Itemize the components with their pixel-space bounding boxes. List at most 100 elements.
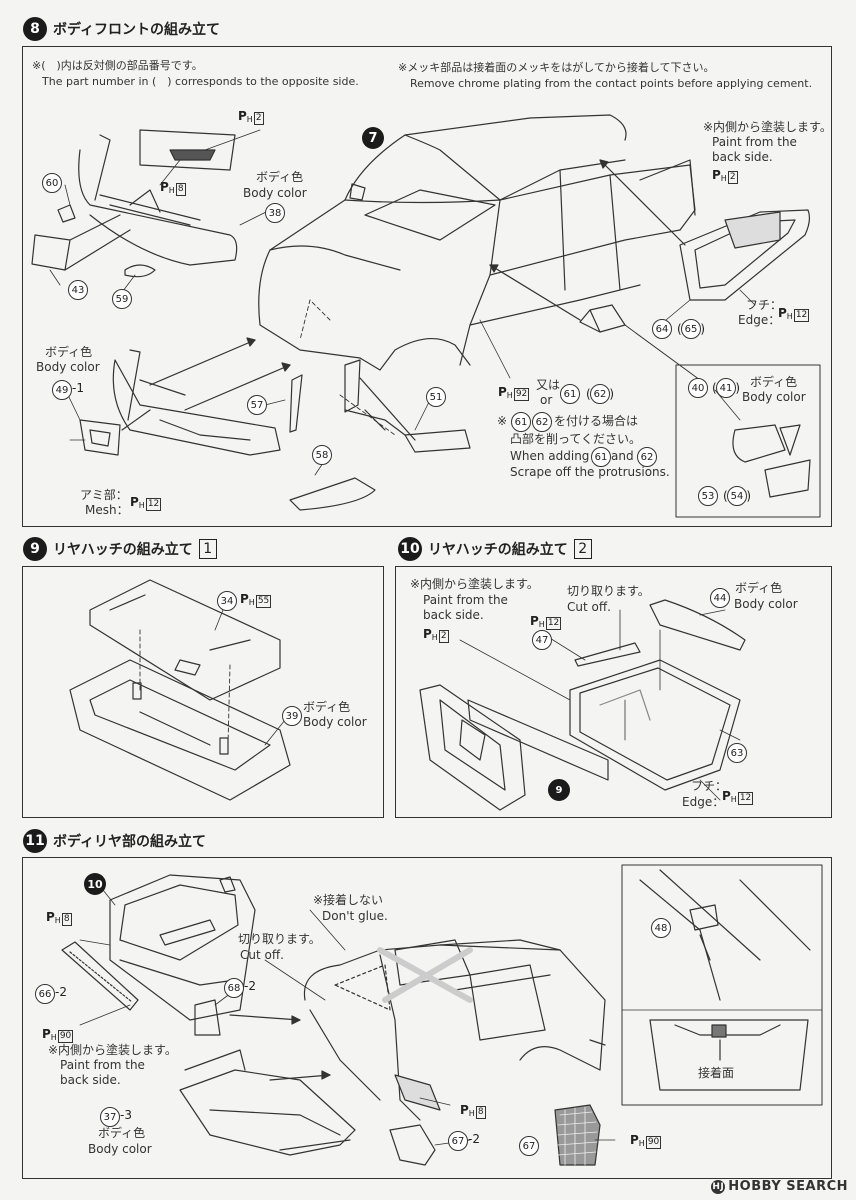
tail-lamp-cover-drawing <box>194 999 221 1036</box>
front-plate-drawing <box>31 214 131 271</box>
mesh-en: Mesh： <box>85 503 129 517</box>
body-color-40-jp: ボディ色 <box>750 375 798 389</box>
step10-sub: 2 <box>573 539 592 559</box>
part-67-2: 67 <box>448 1131 468 1151</box>
part-63: 63 <box>727 743 747 763</box>
body-color-44-jp: ボディ色 <box>735 581 783 595</box>
part-66-suffix: -2 <box>55 985 67 999</box>
part-38: 38 <box>265 203 285 223</box>
edge-jp-8: フチ： <box>746 298 783 312</box>
part-66: 66 <box>35 984 55 1004</box>
step9-number: 9 <box>23 537 47 561</box>
hatch-assembly-drawing <box>419 684 609 811</box>
inset-box-step11 <box>621 864 823 1106</box>
part-68: 68 <box>224 978 244 998</box>
step11-title: ボディリヤ部の組み立て <box>53 834 207 850</box>
part-62: 62 <box>586 384 614 404</box>
fender-flare-drawing <box>289 374 303 433</box>
no-glue-jp: ※接着しない <box>313 893 384 907</box>
assembly-arrows <box>149 159 686 441</box>
mirror-detail-drawing <box>732 424 811 498</box>
part-67: 67 <box>519 1136 539 1156</box>
car-body-front-drawing <box>258 114 696 371</box>
watermark-text: HOBBY SEARCH <box>728 1179 848 1194</box>
part-37: 37 <box>100 1107 120 1127</box>
hatch-outer-shell-drawing <box>69 659 291 801</box>
callout-7: 7 <box>362 127 384 149</box>
part-65: 65 <box>677 319 705 339</box>
step8-note-left-en: The part number in ( ) corresponds to th… <box>42 75 359 88</box>
tail-lamp-mesh-drawing <box>554 1104 601 1166</box>
step8-note-left-jp: ※( )内は反対側の部品番号です。 <box>32 59 203 72</box>
body-color-37-jp: ボディ色 <box>98 1126 146 1140</box>
part-54: 54 <box>723 486 751 506</box>
step10-panel <box>395 566 832 818</box>
edge-en-8: Edge： <box>738 313 781 327</box>
paint-inside-8-en1: Paint from the <box>712 135 797 149</box>
part-39: 39 <box>282 706 302 726</box>
tail-lamp-lens-drawing <box>389 1124 436 1166</box>
mirror-detail-box <box>675 364 821 518</box>
no-glue-en: Don't glue. <box>322 909 388 923</box>
cut-off-11-en: Cut off. <box>240 948 284 962</box>
inset-detail-drawing <box>621 869 823 1091</box>
part-43: 43 <box>68 280 88 300</box>
paint-inside-11-en2: back side. <box>60 1073 121 1087</box>
step10-header: 10 リヤハッチの組み立て 2 <box>398 537 592 561</box>
body-color-37-en: Body color <box>88 1142 152 1156</box>
contact-surface-jp: 接着面 <box>698 1066 735 1080</box>
or-en: or <box>540 393 553 407</box>
paint-inside-10-en1: Paint from the <box>423 593 508 607</box>
part-67-suffix: -2 <box>468 1132 480 1146</box>
paint-inside-8-en2: back side. <box>712 150 773 164</box>
add-note-prefix: ※ <box>497 414 508 428</box>
paint-inside-10-jp: ※内側から塗装します。 <box>410 577 539 591</box>
part-59: 59 <box>112 289 132 309</box>
edge-en-10: Edge： <box>682 795 725 809</box>
door-mirror-drawing <box>579 304 701 381</box>
paint-inside-8-jp: ※内側から塗装します。 <box>703 120 832 134</box>
step9-leader-lines <box>139 629 231 746</box>
step9-title: リヤハッチの組み立て <box>53 542 193 558</box>
part-51: 51 <box>426 387 446 407</box>
grille-detail-drawing <box>139 129 236 171</box>
body-color-49-jp: ボディ色 <box>45 345 93 359</box>
part-41: 41 <box>712 378 740 398</box>
step9-header: 9 リヤハッチの組み立て 1 <box>23 537 217 561</box>
part-61: 61 <box>560 384 580 404</box>
rear-quarter-window-drawing <box>679 209 811 301</box>
rear-bumper-drawing <box>179 1049 356 1156</box>
hatch-inner-panel-drawing <box>89 579 281 701</box>
part-60: 60 <box>42 173 62 193</box>
part-53: 53 <box>698 486 718 506</box>
step10-title: リヤハッチの組み立て <box>428 542 568 558</box>
fog-lens-drawing <box>57 204 76 223</box>
lamp-lens-drawing <box>124 264 156 278</box>
part-34: 34 <box>217 591 237 611</box>
part-58: 58 <box>312 445 332 465</box>
step10-number: 10 <box>398 537 422 561</box>
part-48: 48 <box>651 918 671 938</box>
part-49-suffix: -1 <box>72 381 84 395</box>
front-bumper-lower-drawing <box>112 349 281 456</box>
part-68-suffix: -2 <box>244 979 256 993</box>
car-rear-drawing <box>303 939 606 1121</box>
part-62-en: 62 <box>637 447 657 467</box>
part-62-note: 62 <box>532 412 552 432</box>
part-9-callout: 9 <box>548 779 570 801</box>
part-47: 47 <box>532 630 552 650</box>
wiper-part-drawing <box>574 642 641 667</box>
step11-panel <box>22 857 832 1179</box>
cut-off-10-en: Cut off. <box>567 600 611 614</box>
part-40: 40 <box>688 378 708 398</box>
step8-number: 8 <box>23 17 47 41</box>
lower-trim-drawing <box>289 477 376 511</box>
